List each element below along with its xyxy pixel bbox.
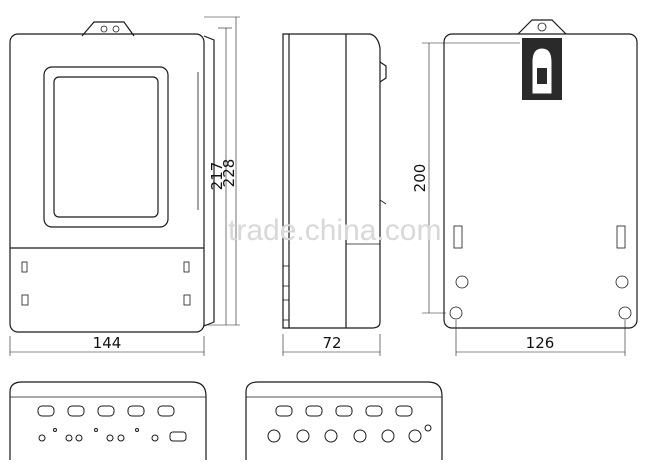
side-dimensions — [282, 334, 381, 356]
seal-hole-icon — [424, 424, 432, 432]
mount-hole-icon — [455, 275, 469, 289]
terminal-hole-icon — [324, 429, 338, 443]
side-foot — [282, 299, 290, 321]
front-top-hanger — [81, 21, 135, 37]
hanger-hole-icon — [112, 25, 120, 33]
hanger-hole-icon — [100, 25, 108, 33]
screw-hole-icon — [151, 434, 159, 442]
terminal-slot-icon — [305, 405, 323, 417]
screw-hole-icon — [38, 434, 46, 442]
terminal-hole-icon — [267, 429, 281, 443]
back-hanger — [517, 19, 567, 35]
side-latch — [379, 61, 387, 83]
terminal-hole-icon — [408, 429, 422, 443]
slot-icon — [183, 294, 191, 306]
screw-hole-icon — [75, 434, 83, 442]
side-foot — [282, 265, 290, 287]
bottom-right-body — [245, 381, 443, 460]
mount-hole-icon — [615, 275, 629, 289]
screw-hole-icon — [106, 434, 114, 442]
terminal-slot-icon — [169, 431, 187, 442]
slot-icon — [21, 261, 28, 273]
side-notch — [379, 199, 387, 205]
dim-side-depth: 72 — [322, 334, 341, 352]
screw-hole-icon — [65, 434, 73, 442]
dim-height-outer: 228 — [220, 159, 238, 188]
front-side-step — [203, 35, 215, 327]
terminal-slot-icon — [127, 405, 145, 417]
seal-hole-icon — [135, 428, 139, 432]
mount-hole-icon — [449, 306, 463, 320]
watermark-text: trade.china.com — [228, 214, 441, 247]
keyhole-mount-icon — [522, 38, 562, 100]
terminal-slot-icon — [157, 405, 175, 417]
dim-mount-width: 126 — [526, 334, 555, 352]
terminal-slot-icon — [365, 405, 383, 417]
front-view — [9, 21, 215, 333]
bottom-left-body — [9, 381, 207, 460]
terminal-slot-icon — [67, 405, 85, 417]
mount-slot-icon — [453, 225, 463, 249]
side-view — [282, 33, 387, 329]
back-view — [443, 19, 638, 329]
front-body — [9, 33, 205, 333]
seal-hole-icon — [94, 428, 98, 432]
terminal-slot-icon — [97, 405, 115, 417]
bottom-view-right — [245, 381, 443, 460]
hanger-hole-icon — [537, 22, 547, 32]
front-dimensions — [9, 16, 240, 356]
mount-hole-icon — [618, 306, 632, 320]
display-window-inner — [53, 76, 159, 218]
side-body — [282, 33, 381, 329]
terminal-hole-icon — [353, 429, 367, 443]
dim-front-width: 144 — [93, 334, 122, 352]
dim-mount-height: 200 — [411, 164, 429, 193]
display-window-outer — [43, 66, 169, 228]
seal-hole-icon — [53, 428, 57, 432]
back-body — [443, 33, 638, 329]
terminal-slot-icon — [37, 405, 55, 417]
dim-height-inner: 217 — [208, 162, 226, 191]
bottom-view-left — [9, 381, 207, 460]
mount-slot-icon — [616, 225, 626, 249]
slot-icon — [21, 294, 29, 306]
screw-hole-icon — [117, 434, 125, 442]
terminal-slot-icon — [395, 405, 413, 417]
terminal-slot-icon — [275, 405, 293, 417]
slot-icon — [183, 261, 190, 273]
terminal-hole-icon — [296, 429, 310, 443]
terminal-hole-icon — [381, 429, 395, 443]
terminal-slot-icon — [335, 405, 353, 417]
back-dimensions — [422, 42, 626, 356]
